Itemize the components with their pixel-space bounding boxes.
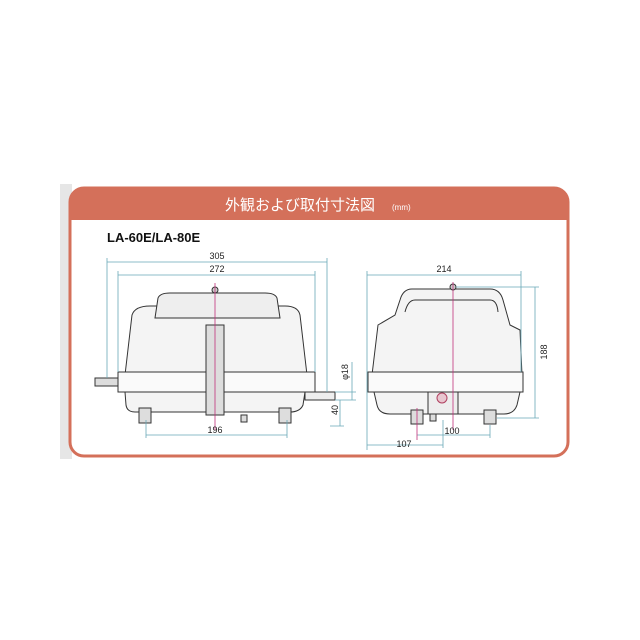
dim-100: 100 xyxy=(444,426,459,436)
dim-214: 214 xyxy=(436,264,451,274)
side-dimension-lines xyxy=(366,271,539,450)
dim-272: 272 xyxy=(209,264,224,274)
front-dimension-lines xyxy=(106,258,356,438)
front-view xyxy=(94,286,336,424)
panel-header xyxy=(70,188,568,220)
side-center-lines xyxy=(416,282,454,440)
dim-196: 196 xyxy=(207,425,222,435)
dim-40: 40 xyxy=(330,405,340,415)
side-view xyxy=(367,283,524,425)
dim-188: 188 xyxy=(539,344,549,359)
dim-305: 305 xyxy=(209,251,224,261)
header-title: 外観および取付寸法図 xyxy=(225,196,375,214)
dim-107: 107 xyxy=(396,439,411,449)
model-name: LA-60E/LA-80E xyxy=(107,230,201,245)
header-unit: (mm) xyxy=(392,203,411,212)
dim-phi18: φ18 xyxy=(340,364,350,380)
